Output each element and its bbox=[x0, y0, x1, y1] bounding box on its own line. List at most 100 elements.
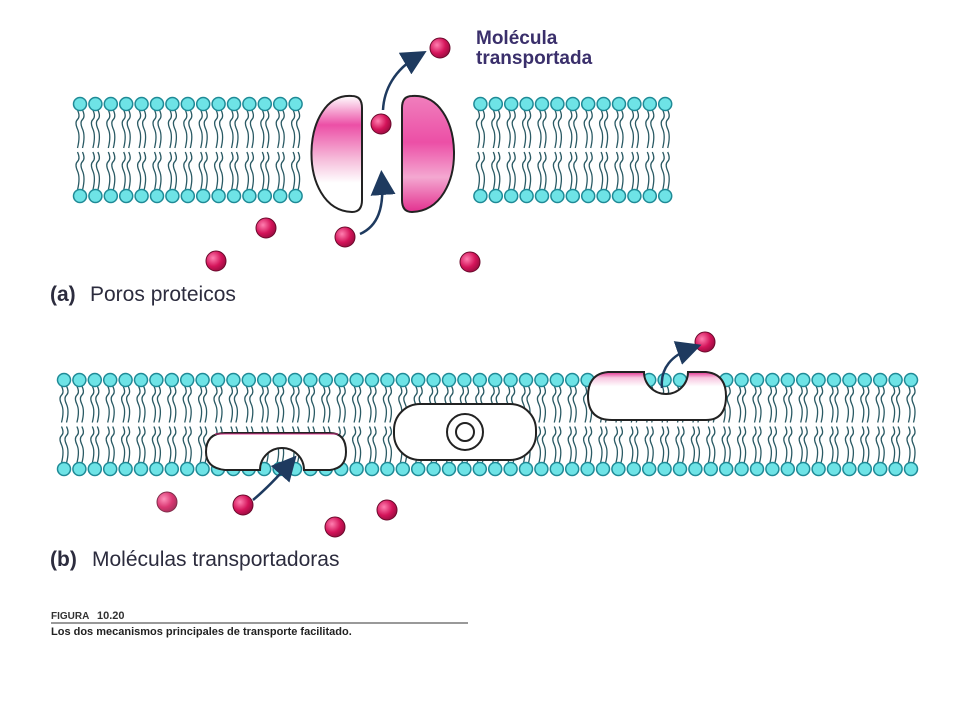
lipid-tail bbox=[197, 426, 203, 464]
lipid-tail bbox=[213, 151, 219, 191]
lipid-tail bbox=[798, 385, 803, 423]
lipid-tail bbox=[198, 109, 203, 149]
lipid-tail bbox=[572, 426, 577, 464]
lipid-head bbox=[657, 96, 673, 112]
lipid-head bbox=[457, 461, 472, 477]
lipid-tail bbox=[583, 151, 588, 191]
lipid-tail bbox=[188, 151, 193, 191]
lipid-head bbox=[349, 461, 364, 477]
figure-number-prefix: FIGURA bbox=[51, 611, 89, 622]
lipid-head bbox=[180, 188, 196, 204]
lipid-tail bbox=[865, 426, 870, 464]
lipid-tail bbox=[228, 385, 234, 423]
lipid-tail bbox=[557, 426, 562, 464]
lipid-tail bbox=[690, 426, 696, 464]
panel-a-title: Poros proteicos bbox=[90, 283, 236, 306]
lipid-tail bbox=[829, 385, 834, 423]
lipid-tail bbox=[275, 109, 280, 149]
lipid-head bbox=[487, 461, 503, 477]
lipid-head bbox=[734, 372, 749, 388]
lipid-tail bbox=[260, 109, 265, 149]
lipid-head bbox=[872, 372, 888, 388]
lipid-tail bbox=[218, 385, 223, 423]
lipid-tail bbox=[183, 109, 188, 149]
lipid-tail bbox=[906, 426, 911, 464]
lipid-head bbox=[72, 188, 88, 204]
figure-number: 10.20 bbox=[97, 610, 125, 622]
lipid-tail bbox=[152, 151, 157, 191]
lipid-head bbox=[611, 96, 627, 112]
lipid-tail bbox=[90, 109, 96, 149]
molecule-a-released bbox=[429, 37, 451, 59]
lipid-tail bbox=[198, 151, 203, 191]
lipid-head bbox=[611, 461, 626, 477]
lipid-tail bbox=[650, 109, 655, 149]
lipid-tail bbox=[582, 385, 588, 423]
lipid-tail bbox=[372, 385, 377, 423]
lipid-head bbox=[534, 461, 549, 477]
lipid-tail bbox=[367, 426, 372, 464]
lipid-head bbox=[457, 372, 472, 388]
lipid-tail bbox=[290, 385, 295, 423]
lipid-tail bbox=[613, 426, 619, 464]
lipid-tail bbox=[880, 385, 885, 423]
lipid-tail bbox=[619, 109, 624, 149]
lipid-tail bbox=[834, 426, 839, 464]
lipid-head bbox=[103, 96, 119, 112]
lipid-tail bbox=[752, 426, 757, 464]
lipid-head bbox=[164, 461, 180, 477]
lipid-head bbox=[627, 188, 642, 204]
lipid-head bbox=[749, 461, 765, 477]
lipid-head bbox=[549, 461, 565, 477]
lipid-tail bbox=[521, 109, 527, 149]
lipid-head bbox=[134, 188, 149, 204]
lipid-tail bbox=[167, 109, 173, 149]
lipid-tail bbox=[90, 426, 95, 464]
lipid-tail bbox=[552, 385, 557, 423]
lipid-tail bbox=[156, 426, 162, 464]
lipid-head bbox=[795, 372, 811, 388]
lipid-tail bbox=[233, 385, 239, 423]
lipid-head bbox=[149, 461, 164, 477]
lipid-head bbox=[534, 96, 550, 112]
lipid-tail bbox=[202, 385, 208, 423]
lipid-head bbox=[872, 461, 888, 477]
lipid-tail bbox=[367, 385, 372, 423]
lipid-head bbox=[195, 372, 210, 388]
molecule-a-3 bbox=[205, 250, 227, 272]
lipid-tail bbox=[310, 385, 316, 423]
lipid-head bbox=[641, 461, 657, 477]
lipid-tail bbox=[726, 385, 731, 423]
lipid-tail bbox=[382, 426, 388, 464]
lipid-head bbox=[811, 461, 826, 477]
lipid-tail bbox=[491, 109, 496, 149]
lipid-tail bbox=[152, 109, 157, 149]
lipid-tail bbox=[813, 385, 819, 423]
lipid-head bbox=[765, 461, 780, 477]
lipid-tail bbox=[890, 385, 896, 423]
lipid-head bbox=[780, 372, 796, 388]
lipid-tail bbox=[911, 385, 916, 423]
lipid-tail bbox=[603, 151, 609, 191]
lipid-tail bbox=[305, 385, 311, 423]
lipid-tail bbox=[480, 151, 486, 191]
lipid-head bbox=[226, 372, 241, 388]
lipid-head bbox=[657, 372, 672, 388]
lipid-head bbox=[226, 188, 242, 204]
lipid-head bbox=[473, 188, 488, 204]
lipid-head bbox=[287, 372, 303, 388]
lipid-tail bbox=[634, 151, 640, 191]
lipid-tail bbox=[506, 151, 511, 191]
lipid-head bbox=[303, 372, 318, 388]
carrier-protein-closed bbox=[393, 403, 537, 461]
lipid-tail bbox=[95, 151, 101, 191]
lipid-tail bbox=[875, 426, 880, 464]
lipid-tail bbox=[906, 385, 911, 423]
lipid-tail bbox=[757, 426, 762, 464]
lipid-tail bbox=[552, 426, 557, 464]
lipid-tail bbox=[244, 385, 249, 423]
lipid-tail bbox=[557, 109, 563, 149]
lipid-head bbox=[333, 372, 349, 388]
lipid-tail bbox=[188, 109, 193, 149]
lipid-tail bbox=[537, 109, 542, 149]
